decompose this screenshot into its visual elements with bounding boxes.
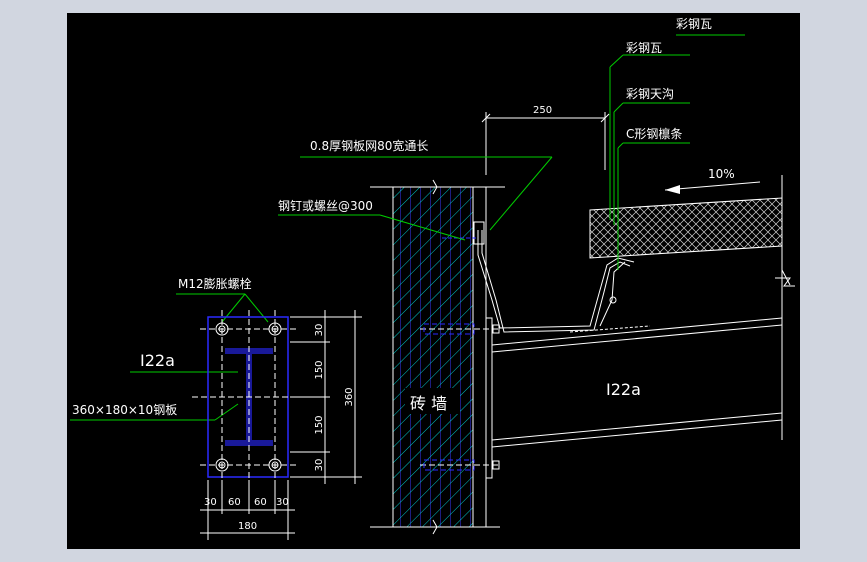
dim-h-60-b: 60 xyxy=(254,497,267,508)
dim-gutter-width xyxy=(481,112,610,175)
embedded-plate xyxy=(420,317,500,479)
callout-mesh: 0.8厚钢板网80宽通长 xyxy=(310,138,428,153)
dim-h-total: 180 xyxy=(238,521,257,532)
steel-beam-right xyxy=(491,175,783,448)
beam-left-label: I22a xyxy=(140,351,175,370)
plate-elevation xyxy=(192,310,305,485)
bolt-bottom-right xyxy=(268,458,282,472)
dim-h-30-right: 30 xyxy=(276,497,289,508)
bolt-top-right xyxy=(268,322,282,336)
dim-v-30-bottom: 30 xyxy=(314,459,325,472)
callout-roof-tile: 彩钢瓦 xyxy=(626,41,662,55)
callout-purlin: C形钢檩条 xyxy=(626,126,682,141)
callout-fastener: 钢钉或螺丝@300 xyxy=(278,199,373,213)
dim-v-150-a: 150 xyxy=(314,360,325,379)
roof-panel xyxy=(589,197,795,287)
beam-right-label: I22a xyxy=(606,380,641,399)
dim-horizontal xyxy=(200,480,295,540)
slope-arrow xyxy=(664,181,761,194)
bolt-top-left xyxy=(215,322,229,336)
wall-label-bg xyxy=(405,388,460,414)
callout-gutter: 彩钢天沟 xyxy=(626,87,674,101)
dim-h-60-a: 60 xyxy=(228,497,241,508)
anchor-bolts xyxy=(215,322,282,472)
dim-v-30-top: 30 xyxy=(314,324,325,337)
slope-label: 10% xyxy=(708,167,735,181)
dim-v-150-b: 150 xyxy=(314,415,325,434)
dim-vertical xyxy=(290,310,362,484)
dim-v-total: 360 xyxy=(344,387,355,406)
brick-wall xyxy=(370,179,505,535)
dim-h-30-left: 30 xyxy=(204,497,217,508)
callout-roof-tile-top: 彩钢瓦 xyxy=(676,17,712,31)
gutter-profile xyxy=(442,221,651,333)
wall-label: 砖 墙 xyxy=(410,394,447,413)
callout-anchor-bolt: M12膨胀螺栓 xyxy=(178,276,252,291)
callout-plate: 360×180×10钢板 xyxy=(72,403,177,417)
dim-250: 250 xyxy=(533,105,552,116)
bolt-bottom-left xyxy=(215,458,229,472)
